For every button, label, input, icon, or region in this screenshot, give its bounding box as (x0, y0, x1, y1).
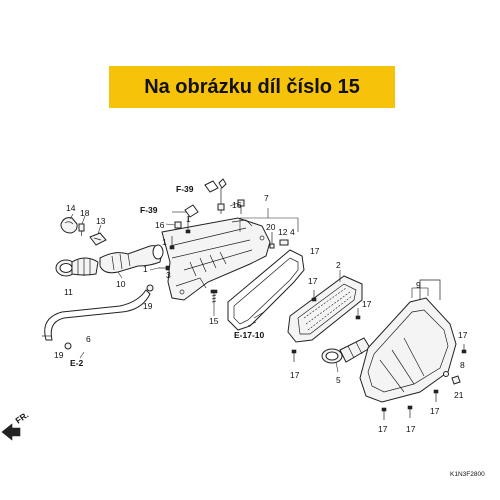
grommet-part-19-upper[interactable] (146, 284, 154, 292)
bolt-part-1-b[interactable] (169, 236, 175, 250)
callout-9: 9 (416, 280, 421, 290)
callout-17-h: 17 (310, 246, 320, 256)
screw-part-17-g[interactable] (407, 405, 413, 418)
callout-18: 18 (80, 208, 90, 218)
callout-19-upper: 19 (143, 301, 153, 311)
banner-text: Na obrázku díl číslo 15 (144, 75, 360, 98)
screw-part-17-b[interactable] (355, 308, 361, 320)
callout-11: 11 (64, 287, 73, 297)
callout-1-a: 1 (186, 214, 191, 224)
bolt-part-1-a[interactable] (185, 218, 191, 234)
callout-17-d: 17 (458, 330, 468, 340)
callout-1-c: 1 (143, 264, 148, 274)
callout-14: 14 (66, 203, 76, 213)
callout-17-g: 17 (406, 424, 416, 434)
callout-15: 15 (209, 316, 219, 326)
callout-19-lower: 19 (54, 350, 64, 360)
callout-16-right: 16 (232, 200, 242, 210)
fitting-left-f39[interactable] (172, 204, 199, 218)
clip-part-20[interactable] (269, 232, 275, 249)
callout-1-b: 1 (162, 237, 167, 247)
intake-funnel-part-5[interactable] (321, 337, 371, 364)
clip-part-12[interactable] (279, 239, 289, 246)
clamp-part-14[interactable] (60, 217, 78, 234)
bolt-part-1-c[interactable] (158, 265, 170, 271)
drain-hose-part-6[interactable] (42, 289, 151, 341)
air-filter-element-part-2[interactable] (287, 275, 363, 343)
intake-duct-part-10[interactable] (99, 244, 164, 274)
callout-20: 20 (266, 222, 276, 232)
seal-part-7[interactable] (227, 249, 305, 331)
screw-part-15[interactable] (210, 289, 218, 304)
ref-e17-10[interactable]: E-17-10 (234, 330, 265, 340)
air-cleaner-housing[interactable] (161, 217, 271, 301)
callout-17-a: 17 (308, 276, 318, 286)
callout-12: 12 (278, 227, 288, 237)
clip-part-16-left[interactable] (174, 221, 182, 229)
plug-part-8[interactable] (443, 371, 449, 377)
callout-8: 8 (460, 360, 465, 370)
callout-3: 3 (166, 270, 171, 280)
callout-16-left: 16 (155, 220, 165, 230)
plug-part-21[interactable] (451, 375, 461, 385)
callout-7: 7 (264, 193, 269, 203)
callout-17-e: 17 (430, 406, 440, 416)
ref-f39-top[interactable]: F-39 (176, 184, 194, 194)
screw-part-17-a[interactable] (311, 290, 317, 302)
diagram-code: K1N3F2800 (450, 471, 485, 478)
screw-part-17-f[interactable] (381, 407, 387, 420)
callout-5: 5 (336, 375, 341, 385)
connector-ring-part-11[interactable] (55, 257, 99, 277)
ref-f39-left[interactable]: F-39 (140, 205, 158, 215)
screw-part-17-c[interactable] (291, 349, 297, 362)
callout-2: 2 (336, 260, 341, 270)
screw-part-18[interactable] (78, 223, 85, 236)
air-cleaner-cover-part-9[interactable] (359, 279, 457, 403)
callout-17-b: 17 (362, 299, 372, 309)
callout-13: 13 (96, 216, 106, 226)
part-number-banner: Na obrázku díl číslo 15 (109, 66, 395, 108)
bracket-part-13[interactable] (89, 232, 107, 246)
callout-6: 6 (86, 334, 91, 344)
ref-e2[interactable]: E-2 (70, 358, 84, 368)
direction-label: FR. (13, 410, 30, 426)
screw-part-17-d[interactable] (461, 344, 467, 354)
callout-17-c: 17 (290, 370, 300, 380)
callout-17-f: 17 (378, 424, 388, 434)
fitting-top-f39[interactable] (204, 178, 227, 214)
callout-10: 10 (116, 279, 126, 289)
screw-part-17-e[interactable] (433, 389, 439, 402)
callout-21: 21 (454, 390, 464, 400)
callout-4: 4 (290, 227, 295, 237)
front-direction-arrow-icon (1, 423, 21, 441)
grommet-part-19-lower[interactable] (64, 342, 72, 350)
